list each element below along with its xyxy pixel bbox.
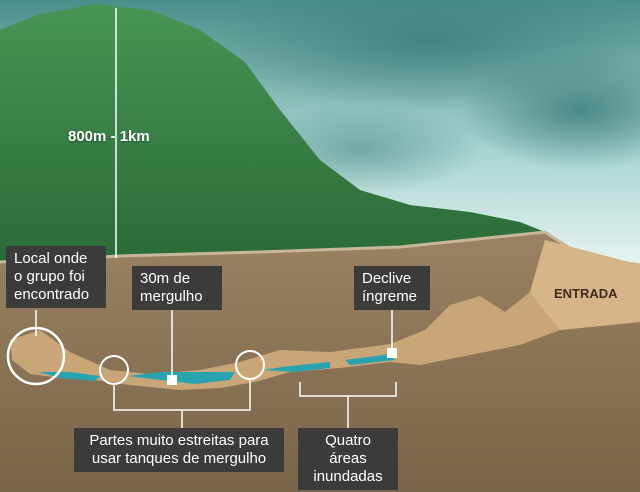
callout-steep-slope: Declive íngreme: [354, 266, 430, 310]
marker-square: [387, 348, 397, 358]
marker-square: [167, 375, 177, 385]
highlight-circle: [6, 326, 66, 386]
flooded-area: [345, 354, 395, 365]
cave-tunnel: [10, 240, 640, 390]
entrance-label: ENTRADA: [554, 286, 618, 301]
cave-entrance: [530, 240, 640, 330]
height-label: 800m - 1km: [68, 128, 150, 145]
callout-group-location: Local onde o grupo foi encontrado: [6, 246, 106, 308]
callout-dive-depth: 30m de mergulho: [132, 266, 222, 310]
flooded-area: [38, 372, 100, 381]
flooded-area: [262, 362, 330, 372]
callout-narrow-parts: Partes muito estreitas para usar tanques…: [74, 428, 284, 472]
cloud: [460, 50, 640, 170]
flooded-area: [128, 372, 235, 384]
callout-flooded-areas: Quatro áreas inundadas: [298, 428, 398, 490]
mountain: [0, 4, 550, 262]
